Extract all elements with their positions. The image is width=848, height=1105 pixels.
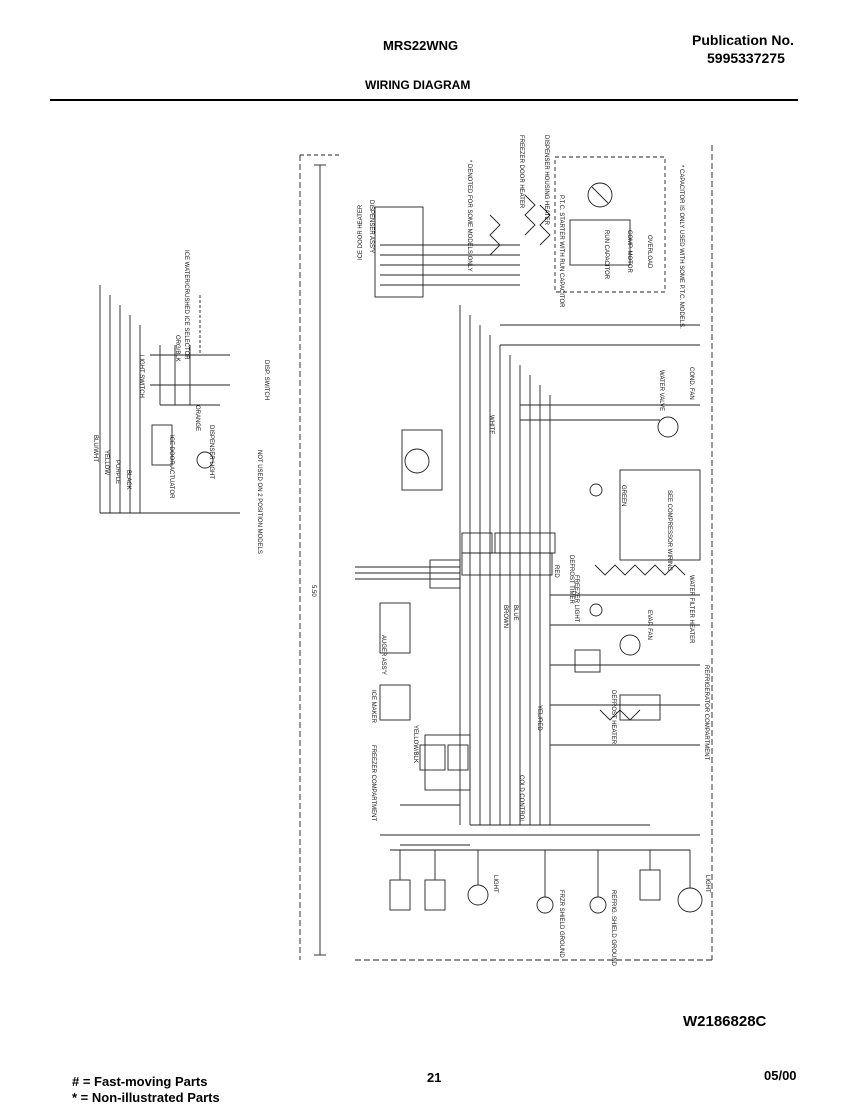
label-run-capacitor: RUN CAPACITOR: [603, 230, 609, 280]
label-ice-water-crushed: ICE WATER/CRUSHED ICE SELECTOR: [183, 250, 189, 360]
label-defrost-timer: DEFROST TIMER: [568, 555, 574, 604]
label-dispenser-assy: DISPENSER ASS'Y: [368, 200, 374, 253]
wire-label-yellow-black: YELLOW/BLK: [412, 725, 418, 763]
label-ice-maker: ICE MAKER: [370, 690, 376, 724]
label-evap-fan: EVAP. FAN: [646, 610, 652, 640]
publication-label: Publication No.: [692, 32, 794, 48]
drawing-number: W2186828C: [683, 1013, 767, 1030]
wire-label-yellow: YELLOW: [103, 450, 109, 475]
label-ptc-starter: P.T.C. STARTER WITH RUN CAPACITOR: [558, 195, 564, 308]
wire-label-red: RED: [553, 565, 559, 578]
label-cold-control: COLD CONTROL: [518, 775, 524, 823]
model-number: MRS22WNG: [383, 38, 459, 53]
revision-date: 05/00: [764, 1068, 797, 1083]
wiring-diagram: ICE DOOR HEATER DISPENSER ASS'Y * DENOTE…: [92, 135, 713, 967]
label-capacitor-note: * CAPACITOR IS ONLY USED WITH SOME P.T.C…: [678, 165, 684, 329]
label-compressor-wiring: SEE COMPRESSOR WIRING: [666, 490, 672, 571]
label-refrig-shield-ground: REFRIG. SHIELD GROUND: [610, 890, 616, 967]
label-freezer-compartment: FREEZER COMPARTMENT: [370, 745, 376, 821]
label-auger-assy: AUGER ASS'Y: [380, 635, 386, 675]
label-water-valve: WATER VALVE: [658, 370, 664, 411]
label-defrost-heater: DEFROST HEATER: [610, 690, 616, 745]
label-denoted-note: * DENOTED FOR SOME MODELS ONLY: [466, 160, 472, 272]
wire-label-blue: BLUE: [512, 605, 518, 621]
label-freezer-door-heater: FREEZER DOOR HEATER: [518, 135, 524, 209]
label-water-filter-heater: WATER FILTER HEATER: [688, 575, 694, 644]
wire-label-blue-white: BLU/WHT: [92, 435, 98, 462]
label-ice-door-heater: ICE DOOR HEATER: [358, 204, 364, 260]
label-cond-fan: COND. FAN: [688, 367, 694, 400]
wire-label-black: BLACK: [125, 470, 131, 490]
label-light-right: LIGHT: [704, 875, 710, 893]
label-freezer-light: FREEZER LIGHT: [573, 575, 579, 623]
label-dispenser-housing-heater: DISPENSER HOUSING HEATER: [543, 135, 549, 226]
wire-label-brown: BROWN: [502, 605, 508, 628]
wire-label-green: GREEN: [620, 485, 626, 506]
label-ice-door-actuator: ICE DOOR ACTUATOR: [168, 435, 174, 499]
wire-label-orange: ORANGE: [194, 405, 200, 431]
publication-number: 5995337275: [707, 50, 785, 66]
label-dimension: 5.50: [310, 585, 316, 597]
wire-label-yellow-red: YEL/RED: [536, 705, 542, 731]
legend-fast-moving: # = Fast-moving Parts: [72, 1074, 208, 1089]
wire-label-org-blk: ORG/BLK: [174, 335, 180, 362]
wire-label-white: WHITE: [488, 415, 494, 434]
label-light-left: LIGHT: [492, 875, 498, 893]
label-freezer-shield-ground: FRZR SHIELD GROUND: [558, 890, 564, 958]
label-disp-switch: DISP. SWITCH: [263, 360, 269, 400]
legend-non-illustrated: * = Non-illustrated Parts: [72, 1090, 220, 1105]
label-dispenser-light: DISPENSER LIGHT: [208, 425, 214, 479]
header-rule: [50, 99, 798, 101]
label-refrigerator-compartment: REFRIGERATOR COMPARTMENT: [703, 665, 709, 761]
label-not-used-note: NOT USED ON 2 POSITION MODELS: [256, 450, 262, 554]
label-comp-motor: COMP. MOTOR: [626, 230, 632, 273]
page-number: 21: [427, 1070, 442, 1085]
page-title: WIRING DIAGRAM: [365, 78, 471, 92]
wire-label-purple: PURPLE: [114, 460, 120, 484]
label-overload: OVERLOAD: [646, 235, 652, 269]
label-light-switch: LIGHT SWITCH: [138, 355, 144, 398]
